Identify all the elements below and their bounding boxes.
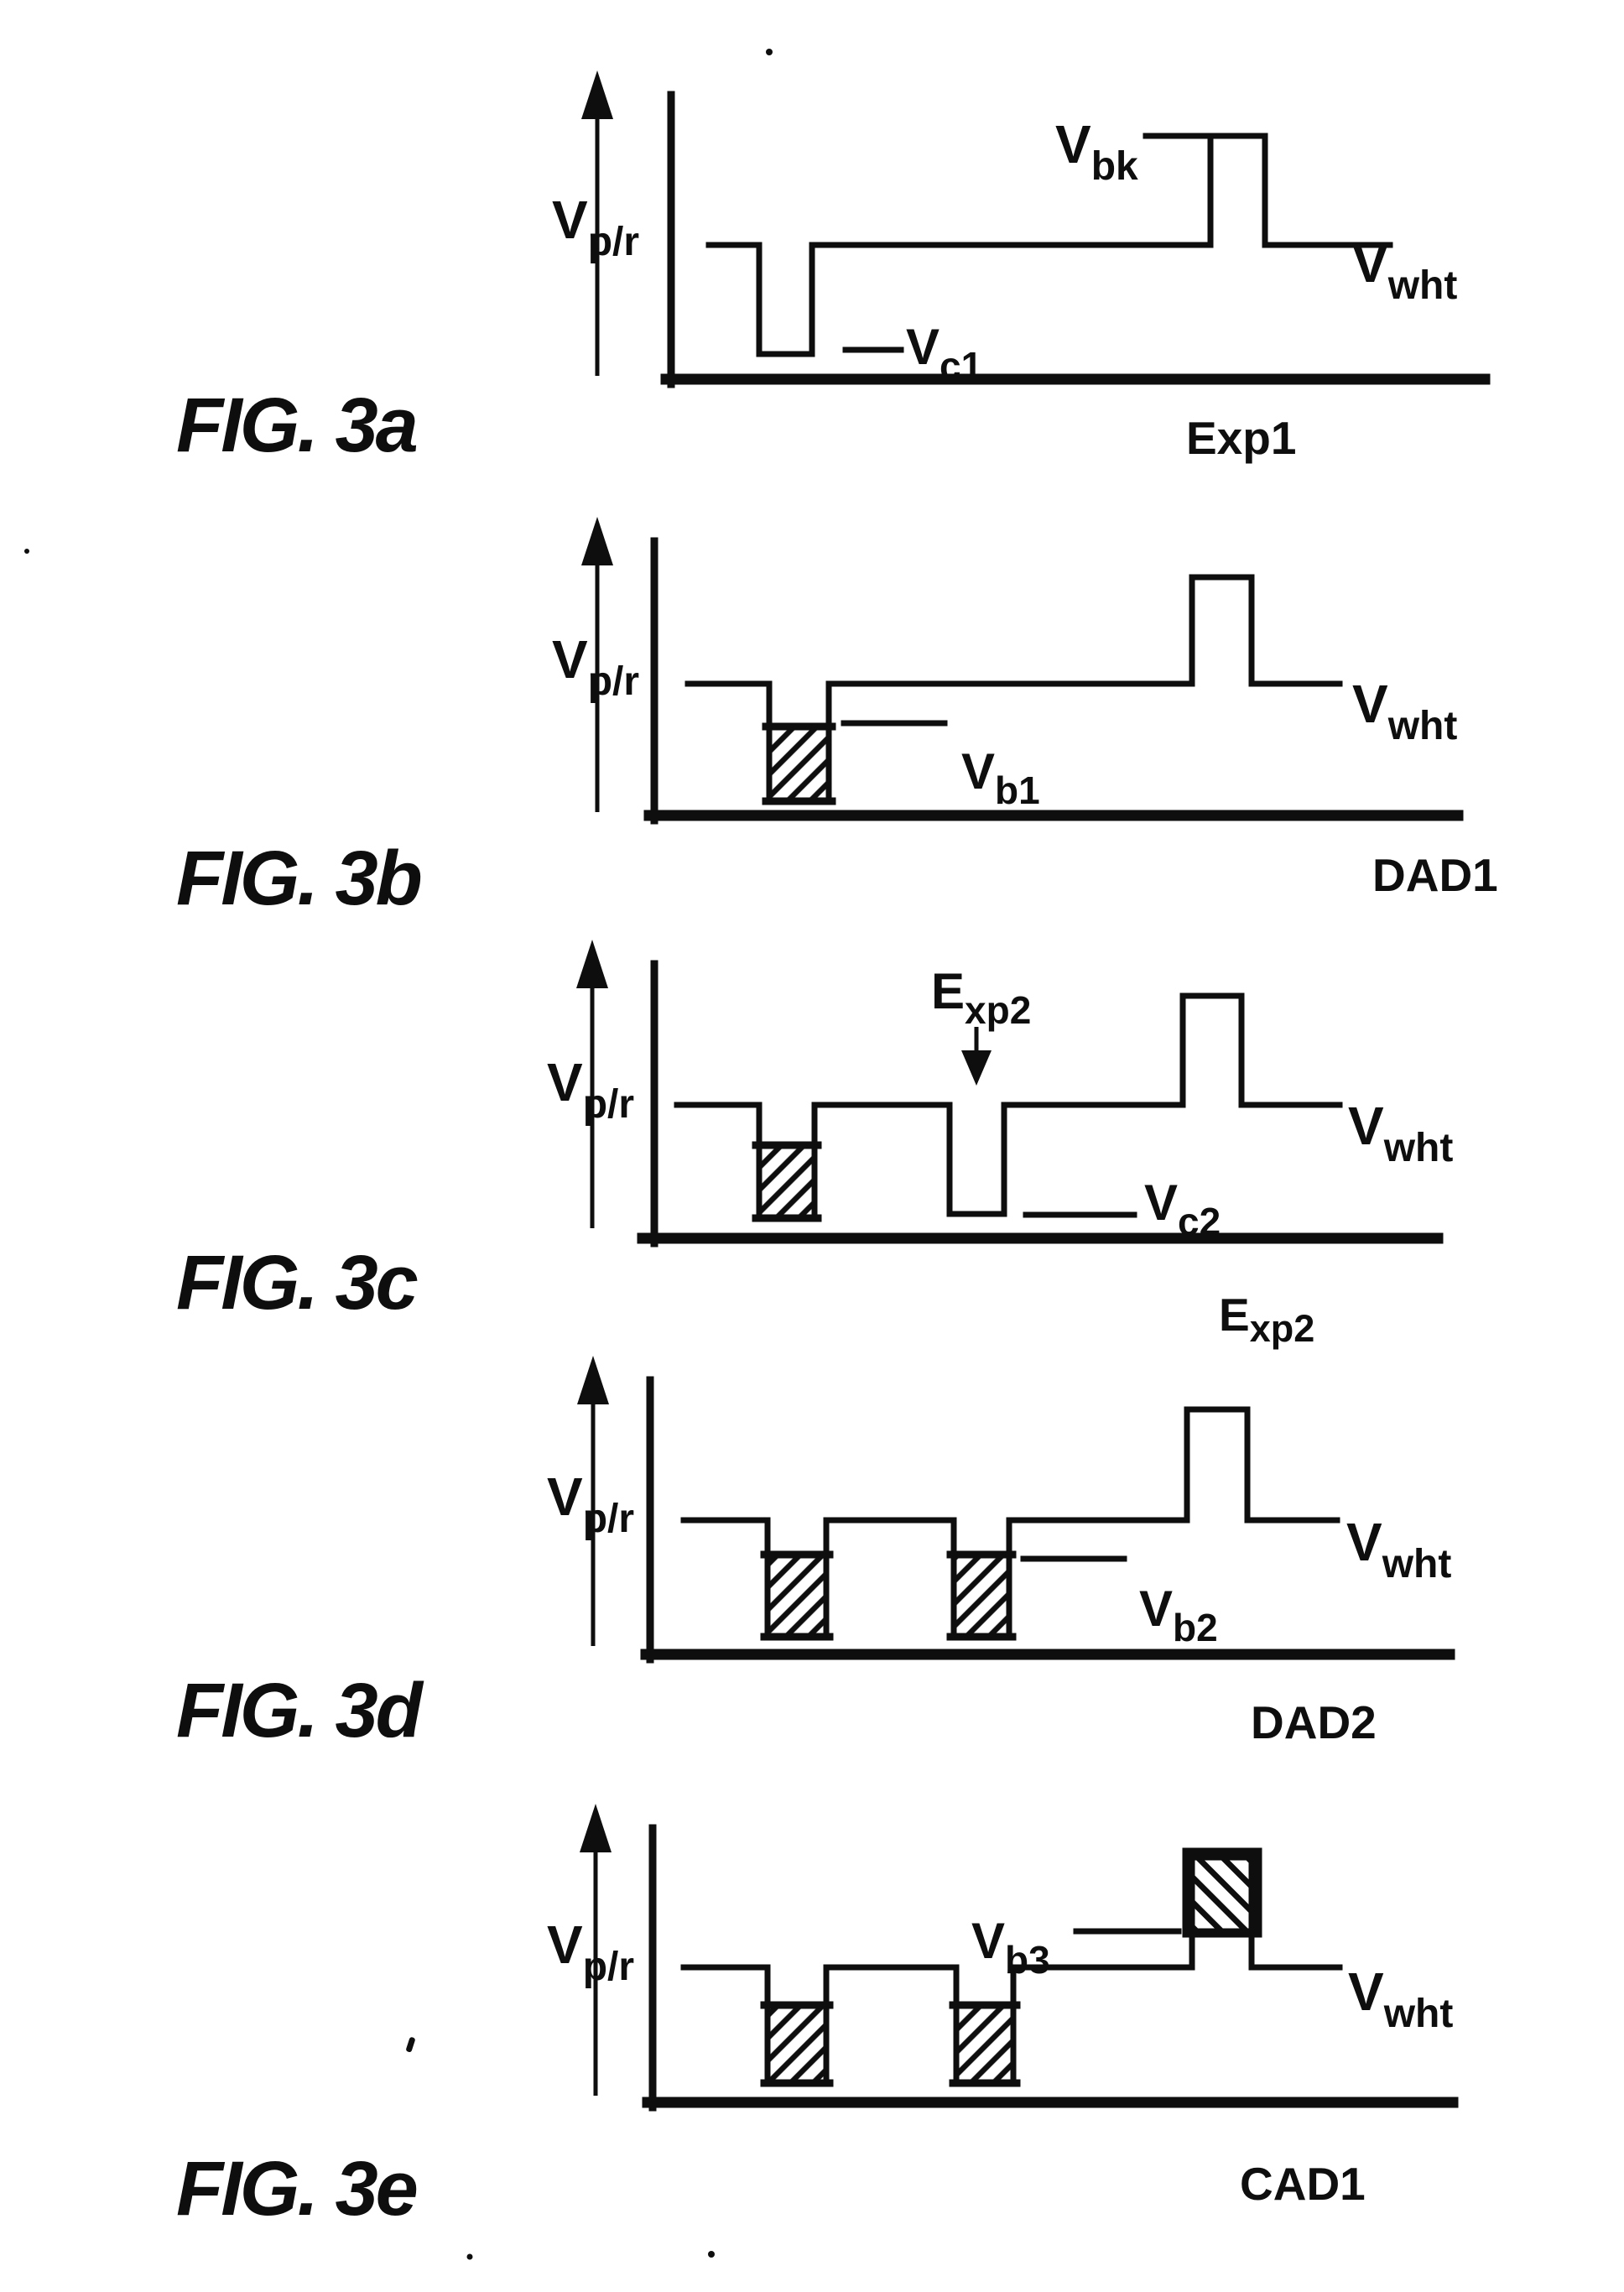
figure-3d: Vp/r Vb2 Vwht DAD2 FIG. 3d bbox=[176, 1356, 1455, 1753]
scan-specks bbox=[24, 49, 773, 2260]
figure-3d-label: FIG. 3d bbox=[176, 1668, 424, 1753]
figure-3c: Vp/r Exp2 Vc2 Vwht Exp2 FIG. 3c bbox=[176, 940, 1453, 1350]
axis-label-vpr: Vp/r bbox=[552, 190, 639, 264]
figure-3e: Vp/r Vb3 Vwht CAD1 FIG. 3e bbox=[176, 1804, 1459, 2232]
figure-3b: Vp/r Vb1 Vwht DAD1 FIG. 3b bbox=[176, 517, 1498, 921]
figure-3a: Vp/r Vc1 Vbk Vwht Exp1 FIG. 3a bbox=[176, 70, 1491, 468]
down-arrow-icon bbox=[961, 1050, 992, 1086]
label-vc2: Vc2 bbox=[1144, 1175, 1221, 1243]
label-vwht: Vwht bbox=[1352, 674, 1457, 748]
waveform-exp1 bbox=[705, 133, 1393, 357]
label-vwht: Vwht bbox=[1352, 233, 1457, 308]
caption-exp1: Exp1 bbox=[1186, 412, 1296, 464]
caption-dad2: DAD2 bbox=[1251, 1696, 1377, 1748]
up-arrow-icon bbox=[581, 517, 613, 565]
caption-cad1: CAD1 bbox=[1240, 2158, 1366, 2210]
speck bbox=[24, 549, 29, 554]
figure-3b-label: FIG. 3b bbox=[176, 836, 421, 921]
up-arrow-icon bbox=[577, 1356, 609, 1404]
up-arrow-icon bbox=[580, 1804, 612, 1852]
caption-exp2: Exp2 bbox=[1219, 1289, 1314, 1350]
axis-label-vpr: Vp/r bbox=[552, 629, 639, 704]
label-vwht: Vwht bbox=[1346, 1512, 1451, 1586]
hatched-positive-pulse-vb3 bbox=[1182, 1847, 1262, 1938]
hatched-pulse-2 bbox=[956, 2005, 1013, 2083]
label-vb1: Vb1 bbox=[961, 743, 1040, 812]
figure-3c-label: FIG. 3c bbox=[176, 1240, 418, 1326]
speck bbox=[406, 2037, 415, 2053]
axis-label-vpr: Vp/r bbox=[547, 1914, 634, 1989]
speck bbox=[766, 49, 773, 55]
hatched-pulse bbox=[759, 1145, 815, 1218]
speck bbox=[708, 2251, 715, 2258]
up-arrow-icon bbox=[576, 940, 608, 988]
up-arrow-icon bbox=[581, 70, 613, 119]
label-vc1: Vc1 bbox=[906, 319, 982, 388]
axis-label-vpr: Vp/r bbox=[547, 1466, 634, 1541]
label-vwht: Vwht bbox=[1348, 1961, 1453, 2036]
figure-3a-label: FIG. 3a bbox=[176, 383, 417, 468]
figure-3e-label: FIG. 3e bbox=[176, 2146, 417, 2232]
hatched-pulse-1 bbox=[768, 1555, 826, 1637]
label-vb3: Vb3 bbox=[971, 1913, 1050, 1982]
label-vb2: Vb2 bbox=[1139, 1581, 1218, 1649]
axis-label-vpr: Vp/r bbox=[547, 1052, 634, 1127]
caption-dad1: DAD1 bbox=[1372, 849, 1498, 901]
label-vbk: Vbk bbox=[1055, 114, 1138, 189]
annotation-exp2: Exp2 bbox=[931, 963, 1031, 1032]
label-vwht: Vwht bbox=[1348, 1096, 1453, 1170]
speck bbox=[466, 2253, 473, 2260]
hatched-pulse-1 bbox=[768, 2005, 826, 2083]
hatched-pulse-2 bbox=[954, 1555, 1009, 1637]
hatched-pulse-vb1 bbox=[769, 727, 829, 801]
